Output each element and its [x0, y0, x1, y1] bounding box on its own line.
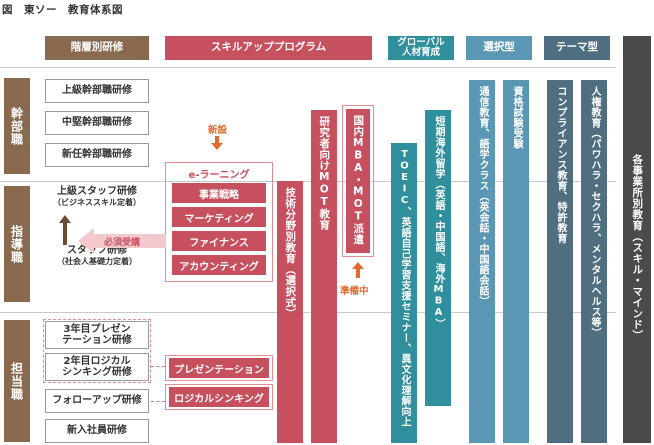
study-abroad-column: 短期海外留学（英語・中国語、海外MBA） [425, 110, 451, 406]
elearning-title: e-ラーニング [188, 170, 250, 181]
down-arrow-icon [211, 136, 223, 150]
skill-logical-frame [165, 384, 273, 410]
role-tanto: 担当職 [4, 320, 30, 442]
division-column: 各事業所別教育（スキル・マインド） [623, 36, 651, 443]
diagram-title: 図 東ソー 教育体系図 [2, 4, 123, 16]
qualification-column: 資格試験受験 [503, 80, 529, 443]
required-label: 必須受講 [104, 238, 141, 248]
compliance-column: コンプライアンス教育、特許教育 [547, 80, 573, 443]
toeic-column: TOEIC、英語自己学習支援セミナー、異文化理解向上 [391, 143, 417, 443]
row-line [0, 312, 616, 313]
up-arrow-icon [352, 262, 364, 278]
row-line [0, 67, 616, 68]
course-third-year: 3年目プレゼン テーション研修 [45, 321, 149, 349]
course-staff: スタッフ研修 （社会人基礎力定着） [45, 245, 149, 273]
course-upper-staff-sub: （ビジネススキル定着） [53, 197, 141, 207]
header-rank: 階層別研修 [45, 36, 149, 60]
domestic-mba-column: 国内MBA・MOT派遣 [346, 109, 370, 253]
elearning-item-accounting: アカウンティング [172, 255, 266, 275]
skill-presentation-frame [165, 355, 273, 381]
course-staff-sub: （社会人基礎力定着） [57, 256, 137, 266]
preparing-label: 準備中 [340, 286, 369, 297]
elearning-item-finance: ファイナンス [172, 231, 266, 251]
tech-field-column: 技術分野別教育（選択式） [277, 181, 303, 443]
course-upper-staff: 上級スタッフ研修 （ビジネススキル定着） [45, 186, 149, 214]
connector-box [43, 319, 151, 383]
human-rights-column: 人権教育（パワハラ・セクハラ、メンタルヘルス等） [581, 80, 607, 443]
up-arrow-icon [59, 215, 71, 245]
role-shido: 指導職 [4, 186, 30, 302]
connector-line [151, 401, 165, 402]
course-new-kanbu: 新任幹部職研修 [45, 143, 149, 167]
header-select: 選択型 [466, 36, 532, 60]
course-upper-staff-label: 上級スタッフ研修 [57, 186, 137, 197]
researcher-mot-column: 研究者向けMOT教育 [311, 110, 337, 443]
row-line [0, 181, 616, 182]
skill-logical: ロジカルシンキング [169, 387, 269, 407]
skill-presentation: プレゼンテーション [169, 358, 269, 378]
header-skill: スキルアッププログラム [165, 36, 372, 60]
left-arrow-icon [78, 228, 166, 254]
header-theme: テーマ型 [544, 36, 610, 60]
elearning-item-strategy: 事業戦略 [172, 183, 266, 203]
course-second-year: 2年目ロジカル シンキング研修 [45, 353, 149, 381]
new-label: 新設 [208, 125, 228, 136]
course-upper-kanbu: 上級幹部職研修 [45, 79, 149, 103]
connector-line [151, 366, 165, 367]
header-global: グローバル 人材育成 [388, 36, 454, 60]
correspondence-column: 通信教育、語学クラス（英会話・中国語会話） [469, 80, 495, 443]
elearning-frame [165, 162, 273, 282]
mba-frame [342, 105, 374, 257]
elearning-item-marketing: マーケティング [172, 207, 266, 227]
course-mid-kanbu: 中堅幹部職研修 [45, 111, 149, 135]
course-new-employee: 新入社員研修 [45, 419, 149, 443]
role-kanbu: 幹部職 [4, 78, 30, 174]
course-followup: フォローアップ研修 [45, 389, 149, 413]
course-staff-label: スタッフ研修 [67, 245, 127, 256]
